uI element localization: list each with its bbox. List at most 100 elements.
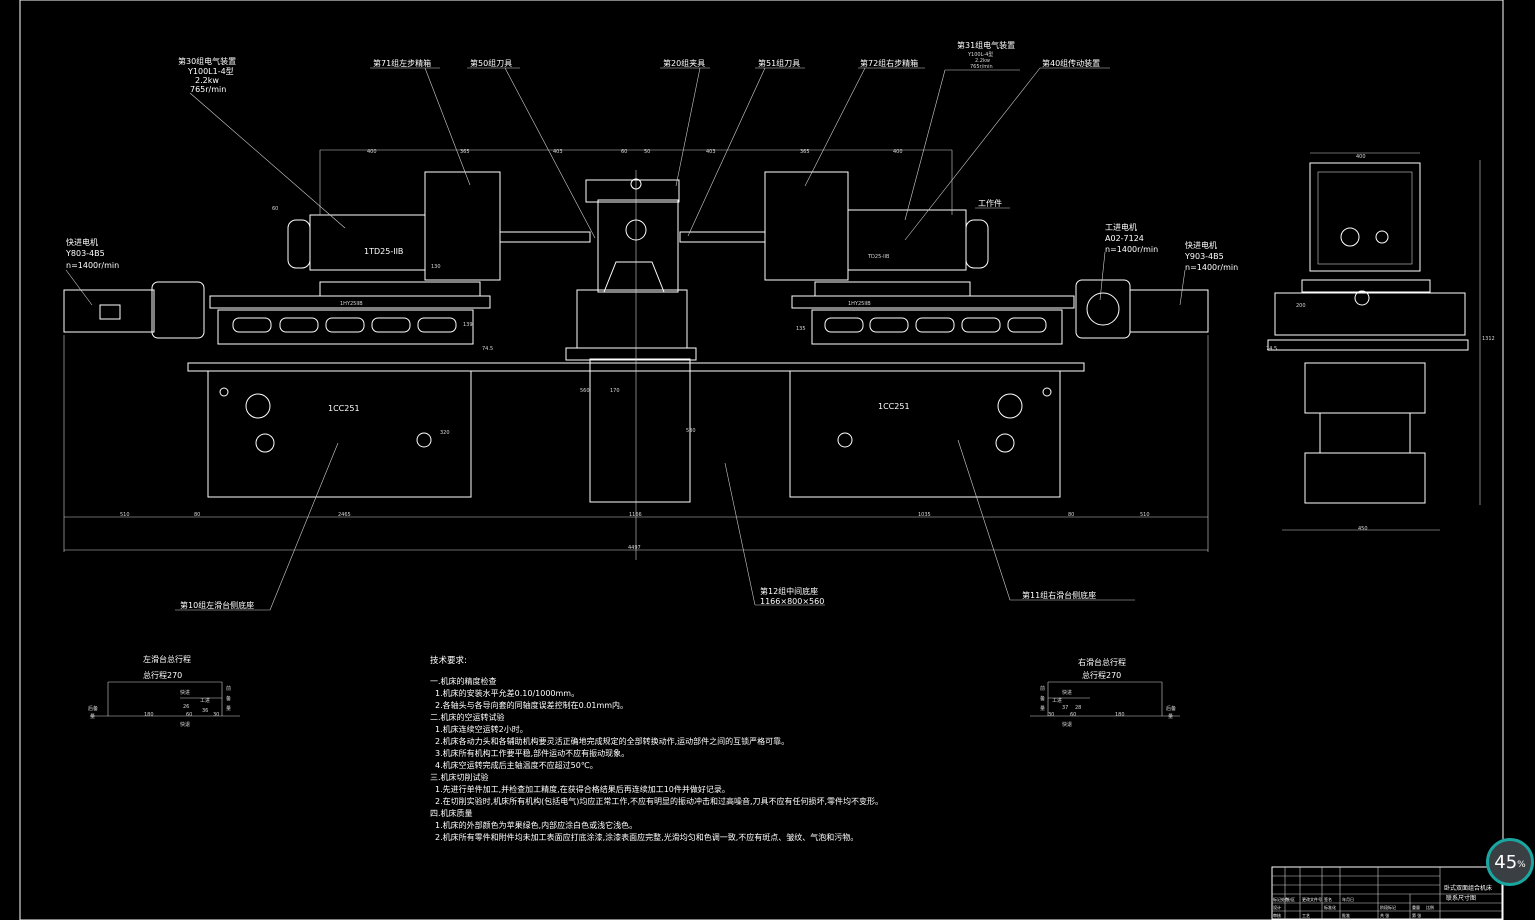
side-view: 400 200 450 1312 74.5 — [1266, 152, 1495, 532]
svg-text:2465: 2465 — [338, 512, 351, 518]
svg-text:2.机床各动力头和各辅助机构要灵活正确地完成规定的全部转换动: 2.机床各动力头和各辅助机构要灵活正确地完成规定的全部转换动作,运动部件之间的互… — [435, 736, 789, 746]
svg-text:2.2kw: 2.2kw — [975, 58, 990, 64]
svg-text:量: 量 — [226, 705, 231, 712]
svg-text:200: 200 — [1296, 303, 1306, 309]
svg-text:签名: 签名 — [1324, 896, 1332, 902]
svg-text:第 张: 第 张 — [1412, 912, 1421, 918]
fixture-body — [597, 199, 679, 293]
slide-left-label: 1HY25IIB — [340, 301, 363, 307]
svg-text:标准化: 标准化 — [1324, 904, 1336, 910]
zoom-unit: % — [1517, 860, 1526, 870]
svg-text:前: 前 — [226, 685, 231, 692]
right-fast-motor — [1129, 289, 1209, 333]
svg-text:400: 400 — [1356, 154, 1366, 160]
middle-base — [589, 358, 691, 503]
callout-30-l1: 第30组电气装置 — [178, 56, 236, 66]
svg-text:重量: 重量 — [1412, 904, 1420, 910]
svg-text:365: 365 — [800, 149, 810, 155]
head-right-label: TD25-IIB — [867, 254, 890, 260]
svg-text:Y803-4B5: Y803-4B5 — [65, 249, 105, 258]
svg-text:量: 量 — [90, 713, 95, 720]
svg-text:联系尺寸图: 联系尺寸图 — [1446, 894, 1476, 902]
svg-text:1.先进行单件加工,并检查加工精度,在获得合格结果后再连续加: 1.先进行单件加工,并检查加工精度,在获得合格结果后再连续加工10件并做好记录。 — [435, 784, 730, 794]
svg-text:510: 510 — [1140, 512, 1150, 518]
callouts: 第30组电气装置 Y100L1-4型 2.2kw 765r/min 第71组左步… — [65, 40, 1238, 611]
svg-text:工进: 工进 — [1052, 697, 1062, 704]
front-view: 1CC251 1CC251 1HY25IIB 1TD25-IIB — [63, 149, 1209, 560]
svg-text:前: 前 — [1040, 685, 1045, 692]
callout-fast-right-l1: 快进电机 — [1185, 240, 1217, 250]
base-right-label: 1CC251 — [878, 402, 910, 411]
callout-31-l1: 第31组电气装置 — [957, 40, 1015, 50]
svg-text:1.机床的外部颜色为苹果绿色,内部应涂白色或浅它浅色。: 1.机床的外部颜色为苹果绿色,内部应涂白色或浅它浅色。 — [435, 820, 637, 830]
callout-72: 第72组右步精箱 — [860, 58, 918, 68]
svg-text:分区: 分区 — [1287, 896, 1295, 902]
slide-right-label: 1HY25IIB — [848, 301, 871, 307]
svg-text:2.机床所有零件和附件均未加工表面应打底涂漆,涂漆表面应完整: 2.机床所有零件和附件均未加工表面应打底涂漆,涂漆表面应完整,光滑均匀和色调一致… — [435, 832, 858, 842]
callout-40: 第40组传动装置 — [1042, 58, 1100, 68]
svg-text:510: 510 — [120, 512, 130, 518]
svg-text:工艺: 工艺 — [1302, 913, 1310, 918]
svg-text:共 张: 共 张 — [1380, 912, 1389, 918]
svg-text:765r/min: 765r/min — [190, 85, 226, 94]
tech-title: 技术要求: — [430, 655, 467, 666]
sheet-border — [19, 0, 1504, 920]
zoom-value: 45 — [1494, 851, 1518, 873]
svg-text:四.机床质量: 四.机床质量 — [430, 808, 473, 818]
zoom-level-badge[interactable]: 45% — [1486, 838, 1534, 886]
svg-text:530: 530 — [686, 428, 696, 434]
svg-text:1166: 1166 — [629, 512, 642, 518]
svg-text:1312: 1312 — [1482, 336, 1495, 342]
callout-50: 第50组刀具 — [470, 58, 512, 68]
svg-text:快退: 快退 — [180, 721, 190, 728]
svg-text:阶段标记: 阶段标记 — [1380, 904, 1396, 910]
dim-400-left: 400 — [367, 149, 377, 155]
callout-12-l1: 第12组中间底座 — [760, 586, 818, 596]
svg-text:备: 备 — [226, 695, 231, 702]
svg-text:60: 60 — [272, 206, 278, 212]
svg-text:快退: 快退 — [1062, 721, 1072, 728]
svg-text:180: 180 — [1115, 712, 1125, 718]
svg-text:3.机床所有机构工作要平稳,部件运动不应有振动现象。: 3.机床所有机构工作要平稳,部件运动不应有振动现象。 — [435, 748, 629, 758]
svg-text:量: 量 — [1040, 705, 1045, 712]
svg-text:总行程270: 总行程270 — [1082, 670, 1121, 680]
left-slide-table — [217, 309, 474, 345]
right-slide-table — [811, 309, 1063, 345]
callout-51: 第51组刀具 — [758, 58, 800, 68]
svg-text:1166×800×560: 1166×800×560 — [760, 597, 824, 606]
svg-text:560: 560 — [580, 388, 590, 394]
svg-text:总行程270: 总行程270 — [143, 670, 182, 680]
svg-text:1035: 1035 — [918, 512, 931, 518]
callout-fast-left-l1: 快进电机 — [66, 237, 98, 247]
left-multispindle-box — [424, 171, 501, 281]
svg-text:备: 备 — [1040, 695, 1045, 702]
svg-text:400: 400 — [893, 149, 903, 155]
svg-text:n=1400r/min: n=1400r/min — [1105, 245, 1158, 254]
svg-text:60: 60 — [1070, 712, 1076, 718]
svg-text:60: 60 — [186, 712, 192, 718]
svg-text:更改文件号: 更改文件号 — [1302, 896, 1322, 902]
svg-text:135: 135 — [796, 326, 806, 332]
fixture-top — [585, 179, 680, 203]
callout-10: 第10组左滑台侧底座 — [180, 600, 254, 610]
base-left-label: 1CC251 — [328, 404, 360, 413]
svg-text:Y100L-4型: Y100L-4型 — [967, 51, 993, 58]
svg-text:n=1400r/min: n=1400r/min — [66, 261, 119, 270]
svg-text:403: 403 — [553, 149, 563, 155]
left-stroke-title: 左滑台总行程 — [143, 654, 191, 664]
left-stroke-diagram: 左滑台总行程 总行程270 快进 工进 26 60 36 180 30 后备 量… — [88, 654, 240, 728]
svg-text:80: 80 — [194, 512, 200, 518]
svg-text:年月日: 年月日 — [1342, 896, 1354, 902]
svg-text:60: 60 — [621, 149, 627, 155]
svg-text:139: 139 — [463, 322, 473, 328]
svg-text:Y903-4B5: Y903-4B5 — [1184, 252, 1224, 261]
title-block: 卧式双面组合机床 联系尺寸图 标记处数 分区 更改文件号 签名 年月日 设计 标… — [1271, 866, 1503, 920]
svg-text:2.2kw: 2.2kw — [195, 76, 219, 85]
left-base — [207, 370, 472, 498]
svg-text:A02-7124: A02-7124 — [1105, 234, 1144, 243]
svg-text:30: 30 — [213, 712, 219, 718]
callout-71: 第71组左步精箱 — [373, 58, 431, 68]
svg-text:比例: 比例 — [1426, 904, 1434, 910]
svg-text:30: 30 — [1048, 712, 1054, 718]
